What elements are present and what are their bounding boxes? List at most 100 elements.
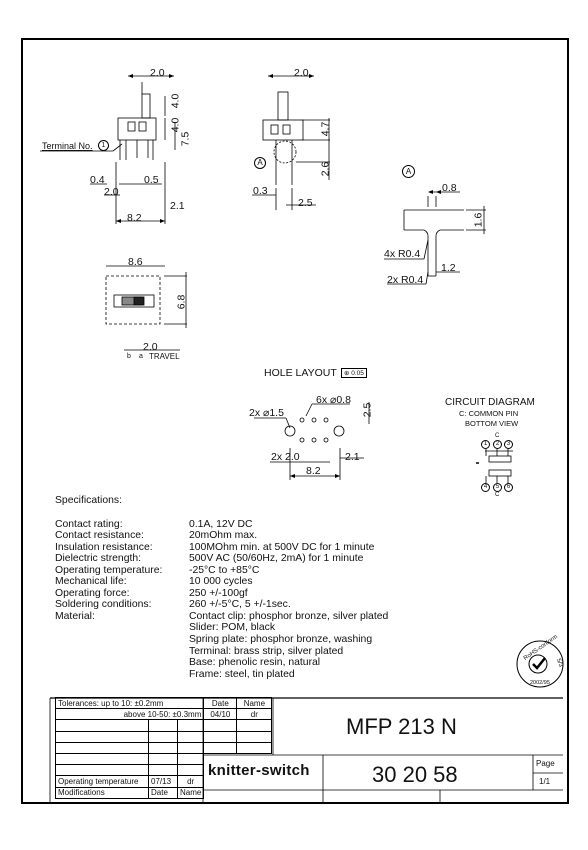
detail-a-view [384, 191, 486, 285]
spec-row: Dielectric strength:500V AC (50/60Hz, 2m… [55, 553, 388, 565]
spec-row: Contact resistance: 20mOhm max. [55, 530, 388, 542]
front-top-width-dim: 2.0 [150, 67, 165, 79]
specifications: Specifications: Contact rating:0.1A, 12V… [55, 495, 388, 680]
spec-key: Soldering conditions: [55, 599, 152, 611]
hole-layout [254, 402, 370, 480]
hole-offset-dim: 2.1 [345, 451, 360, 463]
rohs-stamp-year: 2002/95 [530, 680, 550, 686]
page-label: Page [536, 759, 555, 768]
terminal-label: Terminal No. [42, 141, 93, 151]
detail-a-marker: A [402, 165, 415, 178]
side-height-b-dim: 2.6 [319, 161, 332, 177]
side-pin-a-dim: 0.3 [253, 185, 268, 197]
spec-key: Material: [55, 610, 95, 622]
front-pin-depth-dim: 2.1 [170, 200, 185, 212]
spec-row: Mechanical life: 10 000 cycles [55, 576, 388, 588]
spec-value: 10 000 cycles [189, 576, 253, 588]
spec-key: Operating force: [55, 587, 130, 599]
spec-row: Material: Contact clip: phosphor bronze, … [55, 611, 388, 623]
circuit-pin-5: 5 [493, 483, 502, 492]
spec-key: Contact resistance: [55, 530, 144, 542]
spec-material-line: Frame: steel, tin plated [189, 668, 295, 680]
hole-total-dim: 8.2 [306, 465, 321, 477]
front-height-a-dim: 4.0 [169, 93, 182, 109]
spec-key: Mechanical life: [55, 576, 127, 588]
spec-value: 260 +/-5°C, 5 +/-1sec. [189, 599, 291, 611]
detail-radius-2-dim: 2x R0.4 [387, 274, 424, 286]
detail-width-dim: 0.8 [442, 182, 457, 194]
circuit-pin-6: 6 [504, 483, 513, 492]
op-temp-name: dr [176, 775, 205, 788]
detail-pin-dim: 1.2 [441, 262, 456, 274]
side-top-width-dim: 2.0 [294, 67, 309, 79]
date-value: 04/10 [203, 708, 238, 721]
specs-title: Specifications: [55, 495, 122, 506]
circuit-common-top: C [495, 433, 500, 439]
top-width-dim: 8.6 [128, 256, 143, 268]
big-holes-dim: 2x ⌀1.5 [249, 407, 284, 419]
brand-logo: knitter-switch [208, 762, 310, 779]
spec-key: Operating temperature: [55, 564, 163, 576]
spec-row: Operating force: 250 +/-100gf [55, 588, 388, 600]
name-value: dr [236, 708, 273, 721]
spec-value: 0.1A, 12V DC [189, 518, 253, 530]
circuit-title: CIRCUIT DIAGRAM [445, 397, 535, 408]
circuit-subtitle: C: COMMON PIN [459, 409, 519, 418]
circuit-pin-3: 3 [504, 440, 513, 449]
spec-material-line: Terminal: brass strip, silver plated [189, 645, 344, 657]
spec-row: Operating temperature: -25°C to +85°C [55, 565, 388, 577]
front-view [40, 75, 176, 224]
hole-layout-title: HOLE LAYOUT [264, 367, 337, 379]
part-name: MFP 213 N [346, 714, 457, 739]
circuit-pin-4: 4 [481, 483, 490, 492]
travel-pos-b: b [127, 353, 131, 360]
front-pin-a-dim: 0.4 [90, 174, 105, 186]
travel-pos-a: a [139, 353, 143, 360]
hole-vertical-dim: 2.5 [361, 402, 374, 418]
small-holes-dim: 6x ⌀0.8 [316, 394, 351, 406]
spec-material-line: Spring plate: phosphor bronze, washing [189, 634, 373, 646]
spec-material-line: Base: phenolic resin, natural [189, 657, 321, 669]
spec-value: 100MOhm min. at 500V DC for 1 minute [189, 541, 375, 553]
spec-key: Dielectric strength: [55, 553, 142, 565]
circuit-pin-1: 1 [481, 440, 490, 449]
front-pitch-dim: 2.0 [104, 186, 119, 198]
op-temp-date: 07/13 [148, 775, 178, 788]
name-header: Name [236, 696, 273, 710]
spec-material-line: Slider: POM, black [189, 622, 276, 634]
page-value: 1/1 [539, 777, 551, 786]
hole-pitch-dim: 2x 2.0 [271, 451, 300, 463]
drawing-frame [21, 38, 569, 804]
circuit-common-bottom: C [495, 492, 500, 498]
spec-value: Contact clip: phosphor bronze, silver pl… [189, 610, 389, 622]
travel-label: TRAVEL [149, 352, 180, 361]
side-view [252, 75, 330, 210]
op-temp-label: Operating temperature [55, 775, 149, 788]
modifications-label: Modifications [55, 786, 149, 799]
front-height-c-dim: 7.5 [179, 131, 192, 147]
title-block-table: Tolerances: up to 10: ±0.2mm Date Name a… [54, 696, 273, 799]
part-number: 30 20 58 [372, 762, 458, 787]
spec-row: Contact rating:0.1A, 12V DC [55, 519, 388, 531]
hole-layout-tolerance: ⊕ 0.05 [341, 368, 367, 378]
circuit-view: BOTTOM VIEW [465, 419, 519, 428]
side-detail-marker: A [254, 157, 266, 169]
circuit-pin-2: 2 [493, 440, 502, 449]
spec-value: 250 +/-100gf [189, 587, 248, 599]
spec-value: 20mOhm max. [189, 530, 258, 542]
terminal-number: 1 [98, 140, 109, 151]
modifications-name: Name [176, 786, 205, 799]
top-height-dim: 6.8 [175, 294, 188, 310]
spec-key: Insulation resistance: [55, 541, 153, 553]
rohs-stamp [516, 640, 564, 688]
date-header: Date [203, 696, 238, 710]
top-view [105, 265, 187, 351]
circuit-diagram [476, 449, 513, 483]
modifications-date: Date [148, 786, 178, 799]
spec-value: -25°C to +85°C [189, 564, 260, 576]
spec-row: Soldering conditions: 260 +/-5°C, 5 +/-1s… [55, 599, 388, 611]
front-pin-b-dim: 0.5 [144, 174, 159, 186]
front-height-b-dim: 4.0 [169, 117, 182, 133]
spec-row: Insulation resistance: 100MOhm min. at 50… [55, 542, 388, 554]
